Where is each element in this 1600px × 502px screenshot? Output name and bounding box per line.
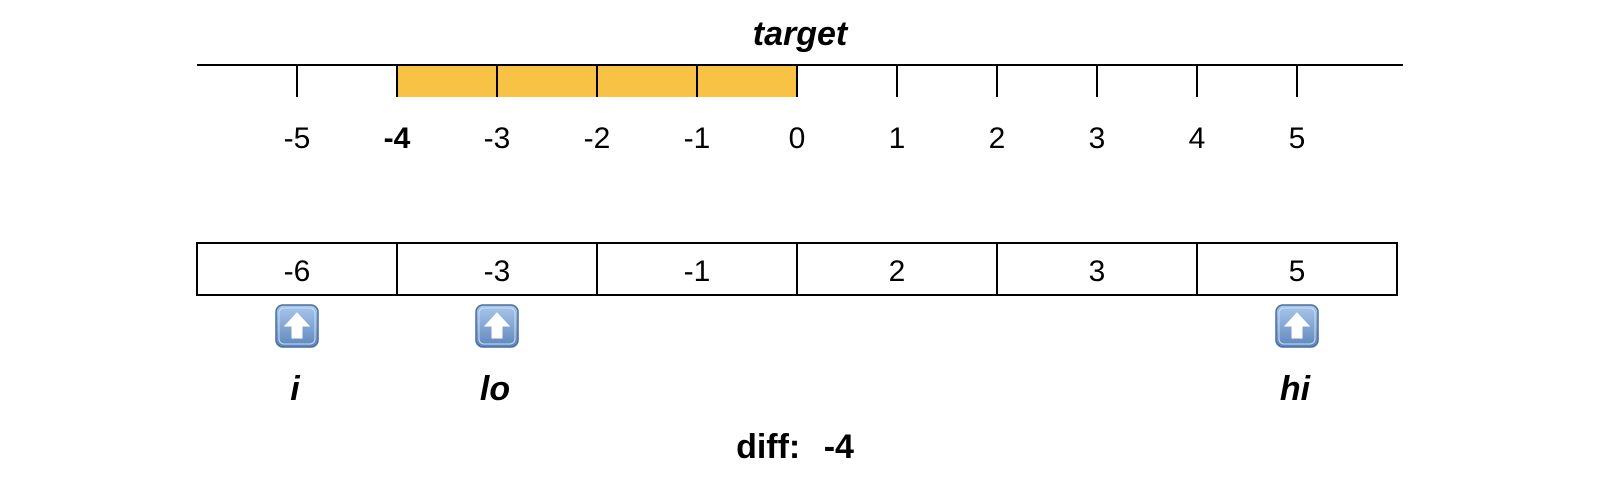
tick-label: -1	[684, 122, 711, 155]
tick-label: 3	[1089, 122, 1106, 155]
tick-labels: -5 -4 -3 -2 -1 0 1 2 3 4 5	[284, 122, 1306, 155]
pointer-hi: hi	[1275, 304, 1319, 408]
tick-marks	[296, 65, 1298, 97]
diff-label: diff:	[736, 428, 800, 466]
diff-readout: diff: -4	[736, 428, 854, 466]
number-line: -5 -4 -3 -2 -1 0 1 2 3 4 5	[197, 64, 1403, 155]
sorted-array: -6 -3 -1 2 3 5	[196, 242, 1398, 296]
tick-label: 2	[989, 122, 1006, 155]
tick-label: 4	[1189, 122, 1206, 155]
pointer-label: i	[290, 370, 301, 408]
array-cell-value: 2	[889, 255, 906, 288]
tick-label: -2	[584, 122, 611, 155]
up-arrow-button-icon	[1275, 304, 1319, 348]
array-cell-value: -6	[284, 255, 311, 288]
pointer-label: lo	[480, 370, 510, 408]
array-cell	[596, 242, 798, 296]
diff-value: -4	[824, 428, 854, 466]
tick-label: 5	[1289, 122, 1306, 155]
tick-label: -4	[384, 122, 411, 155]
tick-label: 0	[789, 122, 806, 155]
array-cell-value: 5	[1289, 255, 1306, 288]
tick-label: -3	[484, 122, 511, 155]
array-cell-value: -1	[684, 255, 711, 288]
pointer-i: i	[275, 304, 319, 408]
pointer-label: hi	[1280, 370, 1312, 408]
target-label: target	[753, 15, 849, 53]
array-cell-value: 3	[1089, 255, 1106, 288]
pointers: i lo hi	[275, 304, 1319, 408]
tick-label: -5	[284, 122, 311, 155]
array-cell	[1196, 242, 1398, 296]
array-cell	[996, 242, 1198, 296]
pointer-lo: lo	[475, 304, 519, 408]
tick-label: 1	[889, 122, 906, 155]
up-arrow-button-icon	[275, 304, 319, 348]
array-cell-value: -3	[484, 255, 511, 288]
array-cell	[196, 242, 398, 296]
array-cell	[796, 242, 998, 296]
up-arrow-button-icon	[475, 304, 519, 348]
